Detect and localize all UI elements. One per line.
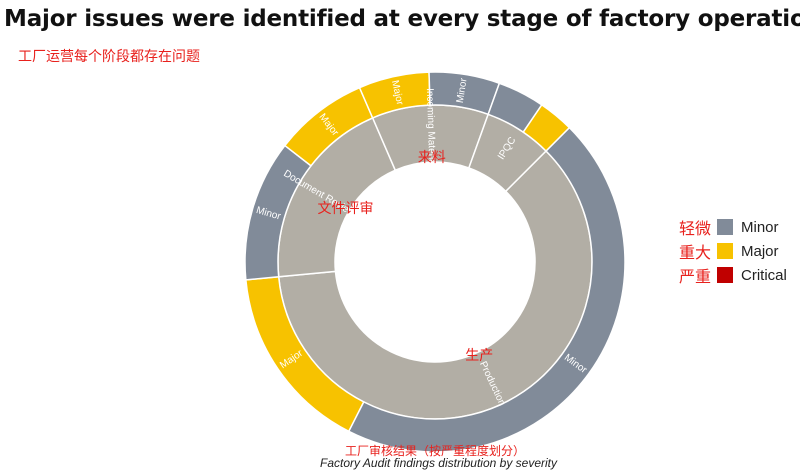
- legend-item-major: 重大 Major: [679, 240, 787, 263]
- severity-label-incoming-material-minor: Minor: [455, 77, 470, 104]
- legend-item-critical: 严重 Critical: [679, 264, 787, 287]
- legend-swatch-critical: [717, 267, 733, 283]
- severity-segment-ipqc-major: [522, 103, 571, 153]
- caption-cn: 工厂审核结果（按严重程度划分）: [345, 444, 526, 458]
- legend-label: Critical: [741, 266, 787, 284]
- legend-swatch-minor: [717, 219, 733, 235]
- page-subtitle-cn: 工厂运营每个阶段都存在问题: [18, 49, 200, 65]
- legend-label: Major: [741, 242, 779, 260]
- stage-label-cn-document-review: 文件评审: [317, 201, 373, 217]
- legend-cn-label: 重大: [679, 243, 712, 262]
- caption-en: Factory Audit findings distribution by s…: [320, 456, 557, 470]
- stage-label-cn-production: 生产: [465, 348, 493, 364]
- page-title: Major issues were identified at every st…: [4, 6, 800, 32]
- legend-swatch-major: [717, 243, 733, 259]
- legend-label: Minor: [741, 218, 779, 236]
- stage-label-cn-incoming-material: 来料: [418, 150, 446, 166]
- legend-cn-label: 严重: [679, 267, 712, 286]
- severity-label-incoming-material-major: Major: [389, 79, 405, 106]
- legend-cn-label: 轻微: [679, 219, 712, 238]
- legend: 轻微 Minor 重大 Major 严重 Critical: [679, 216, 787, 288]
- legend-item-minor: 轻微 Minor: [679, 216, 787, 239]
- stage-label-incoming-material: Incoming Material: [424, 88, 437, 167]
